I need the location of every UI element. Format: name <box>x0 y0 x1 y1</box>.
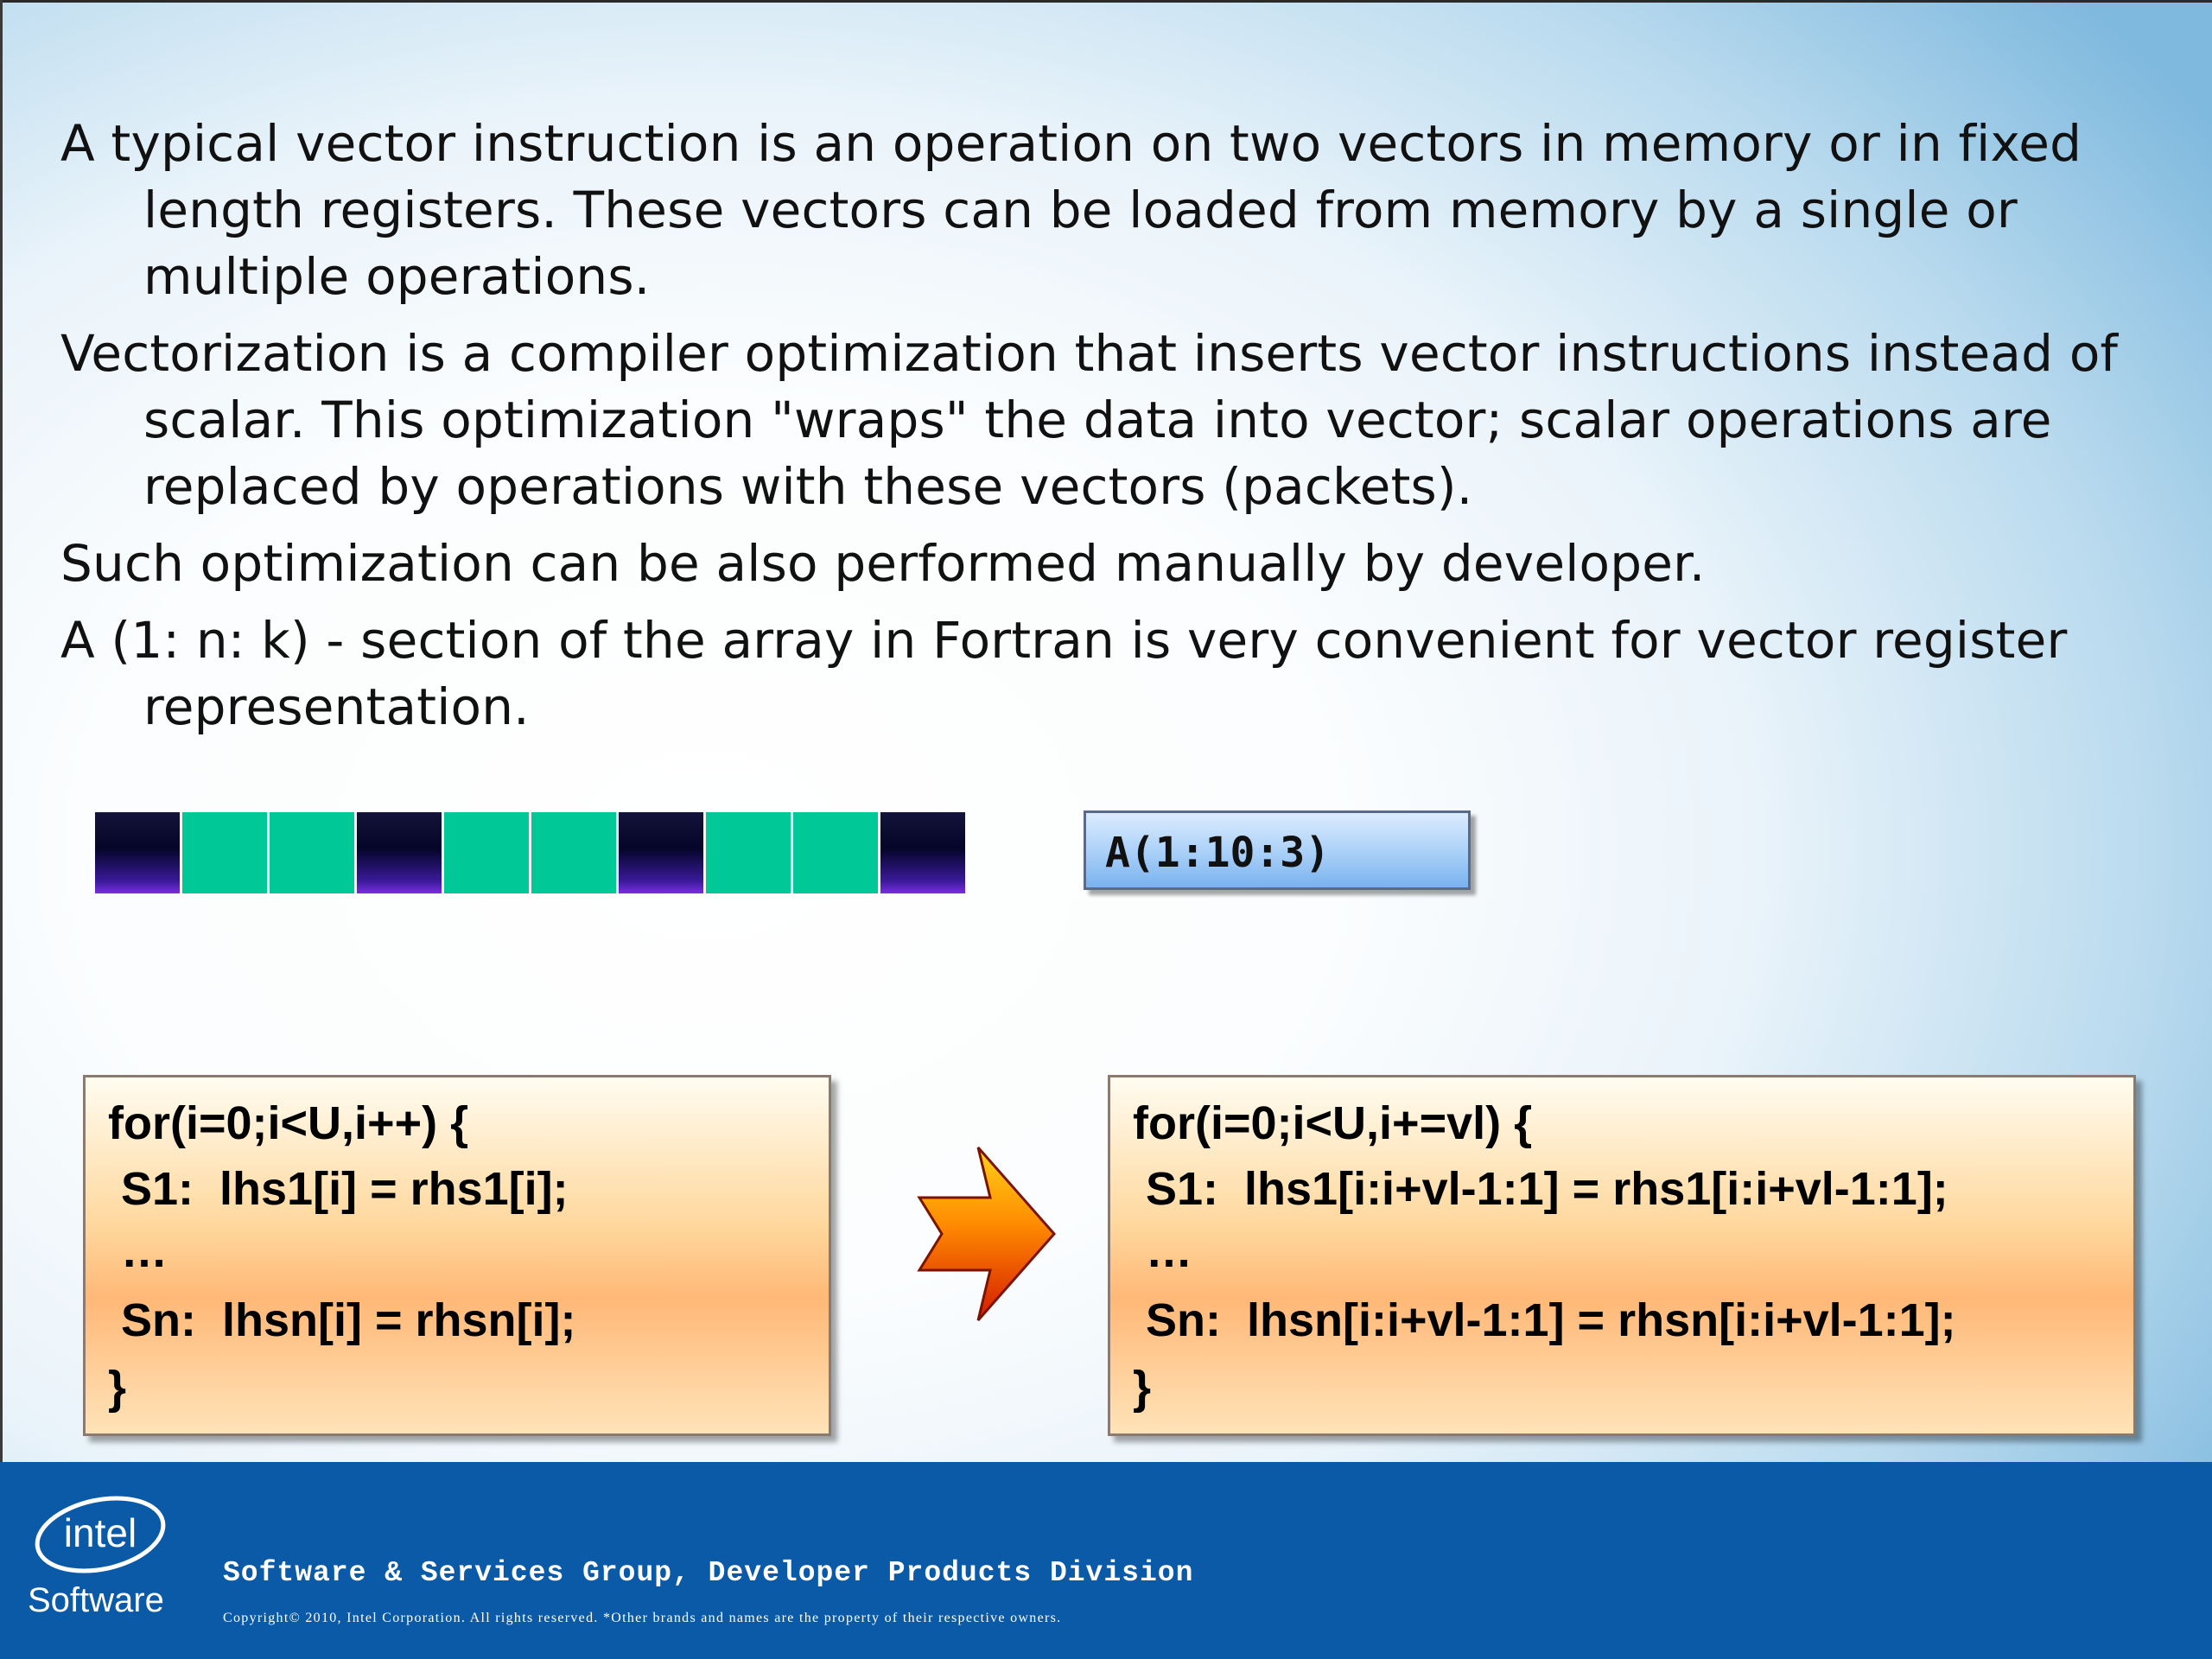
array-cell-light <box>531 812 619 893</box>
code-line: } <box>108 1362 127 1414</box>
footer-bar: intel Software Software & Services Group… <box>0 1462 2212 1659</box>
right-arrow-icon <box>917 1147 1056 1321</box>
code-line: S1: lhs1[i] = rhs1[i]; <box>108 1163 569 1215</box>
bullet-paragraph: Vectorization is a compiler optimization… <box>60 324 2119 516</box>
array-diagram <box>95 812 965 893</box>
code-line: … <box>1133 1225 1193 1277</box>
intel-logo: intel <box>35 1496 166 1573</box>
code-line: Sn: lhsn[i:i+vl-1:1] = rhsn[i:i+vl-1:1]; <box>1133 1294 1956 1346</box>
code-line: Sn: lhsn[i] = rhsn[i]; <box>108 1294 576 1346</box>
top-border <box>0 0 2212 3</box>
array-cell-dark <box>357 812 444 893</box>
bullet-list: A typical vector instruction is an opera… <box>60 111 2169 751</box>
scalar-loop-code-box: for(i=0;i<U,i++) { S1: lhs1[i] = rhs1[i]… <box>83 1075 831 1436</box>
code-line: S1: lhs1[i:i+vl-1:1] = rhs1[i:i+vl-1:1]; <box>1133 1163 1948 1215</box>
array-cell-light <box>270 812 357 893</box>
array-cell-dark <box>880 812 965 893</box>
logo-text: intel <box>64 1510 137 1555</box>
bullet-paragraph: A (1: n: k) - section of the array in Fo… <box>60 611 2068 736</box>
slide-background: A typical vector instruction is an opera… <box>0 0 2212 1462</box>
bullet-paragraph: A typical vector instruction is an opera… <box>60 114 2082 306</box>
footer-title: Software & Services Group, Developer Pro… <box>223 1557 1194 1589</box>
code-line: for(i=0;i<U,i++) { <box>108 1097 469 1149</box>
array-cell-dark <box>95 812 182 893</box>
left-border <box>0 0 3 1462</box>
code-line: } <box>1133 1362 1152 1414</box>
vector-loop-code-box: for(i=0;i<U,i+=vl) { S1: lhs1[i:i+vl-1:1… <box>1108 1075 2136 1436</box>
array-cell-light <box>706 812 793 893</box>
logo-software-label: Software <box>28 1581 164 1619</box>
code-line: … <box>108 1225 168 1277</box>
array-section-label: A(1:10:3) <box>1105 829 1331 877</box>
array-section-box: A(1:10:3) <box>1084 810 1471 890</box>
bullet-paragraph: Such optimization can be also performed … <box>60 534 1706 593</box>
array-cell-light <box>444 812 531 893</box>
array-cell-dark <box>619 812 706 893</box>
code-line: for(i=0;i<U,i+=vl) { <box>1133 1097 1533 1149</box>
array-cell-light <box>182 812 270 893</box>
array-cell-light <box>793 812 880 893</box>
footer-copyright: Copyright© 2010, Intel Corporation. All … <box>223 1611 1062 1625</box>
